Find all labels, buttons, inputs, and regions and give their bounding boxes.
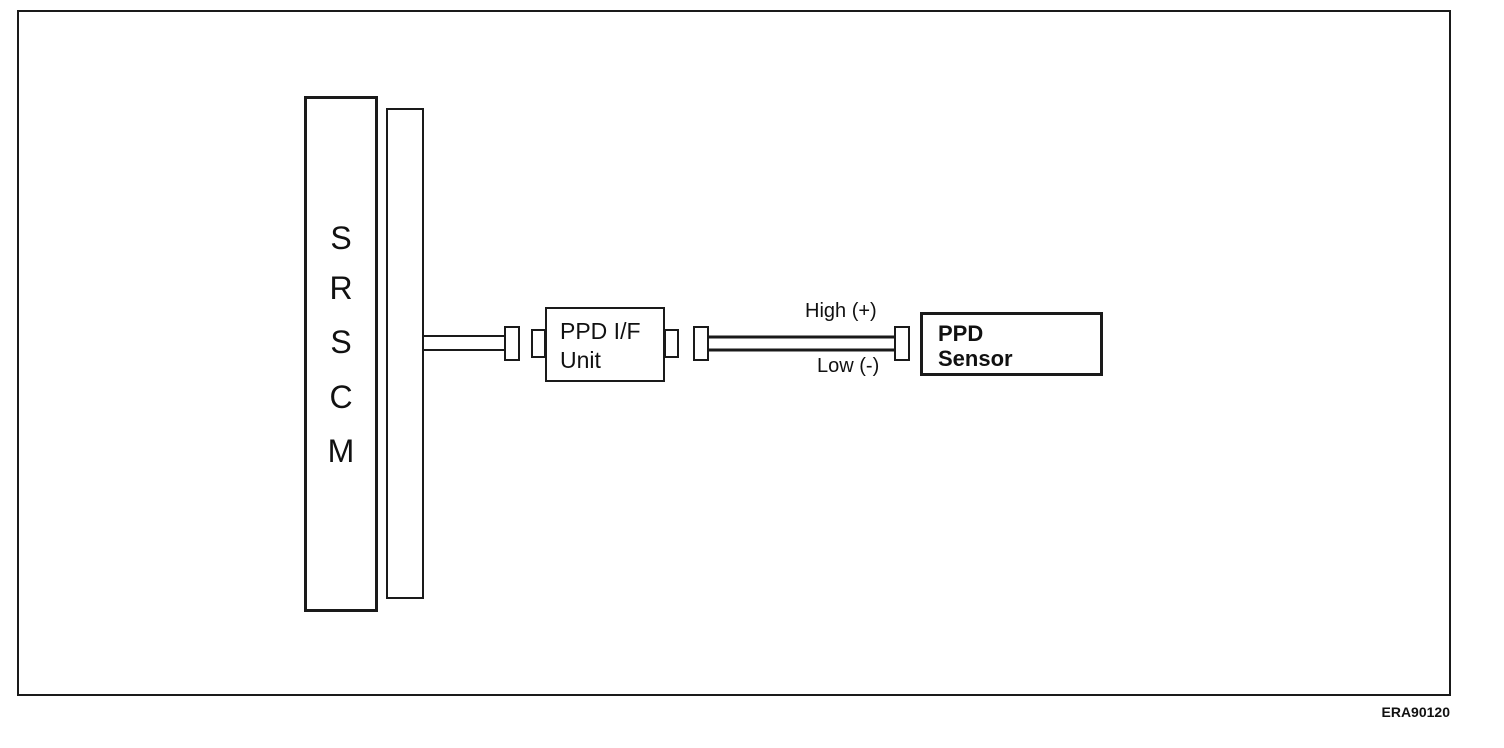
connector-plug bbox=[504, 326, 520, 361]
srscm-letter: S bbox=[330, 324, 352, 360]
connector-plug bbox=[894, 326, 910, 361]
figure-id: ERA90120 bbox=[1381, 704, 1451, 720]
srscm-letter: C bbox=[329, 379, 353, 415]
srscm-letter: M bbox=[327, 433, 355, 469]
diagram-frame bbox=[17, 10, 1451, 696]
srscm-module bbox=[304, 96, 378, 612]
ppd-sensor bbox=[920, 312, 1103, 376]
sensor-label-line1: PPD bbox=[938, 321, 984, 346]
ppd-interface-unit bbox=[545, 307, 665, 382]
interface-unit-label-line1: PPD I/F bbox=[560, 318, 641, 344]
srscm-connector bbox=[386, 108, 424, 599]
connector-plug bbox=[693, 326, 709, 361]
interface-unit-label-line2: Unit bbox=[560, 347, 601, 373]
connector-socket bbox=[664, 329, 679, 358]
connector-socket bbox=[531, 329, 546, 358]
srscm-letter: S bbox=[330, 220, 352, 256]
srscm-letter: R bbox=[329, 270, 353, 306]
sensor-label-line2: Sensor bbox=[938, 346, 1013, 371]
low-wire-label: Low (-) bbox=[817, 355, 880, 377]
high-wire-label: High (+) bbox=[805, 300, 877, 322]
